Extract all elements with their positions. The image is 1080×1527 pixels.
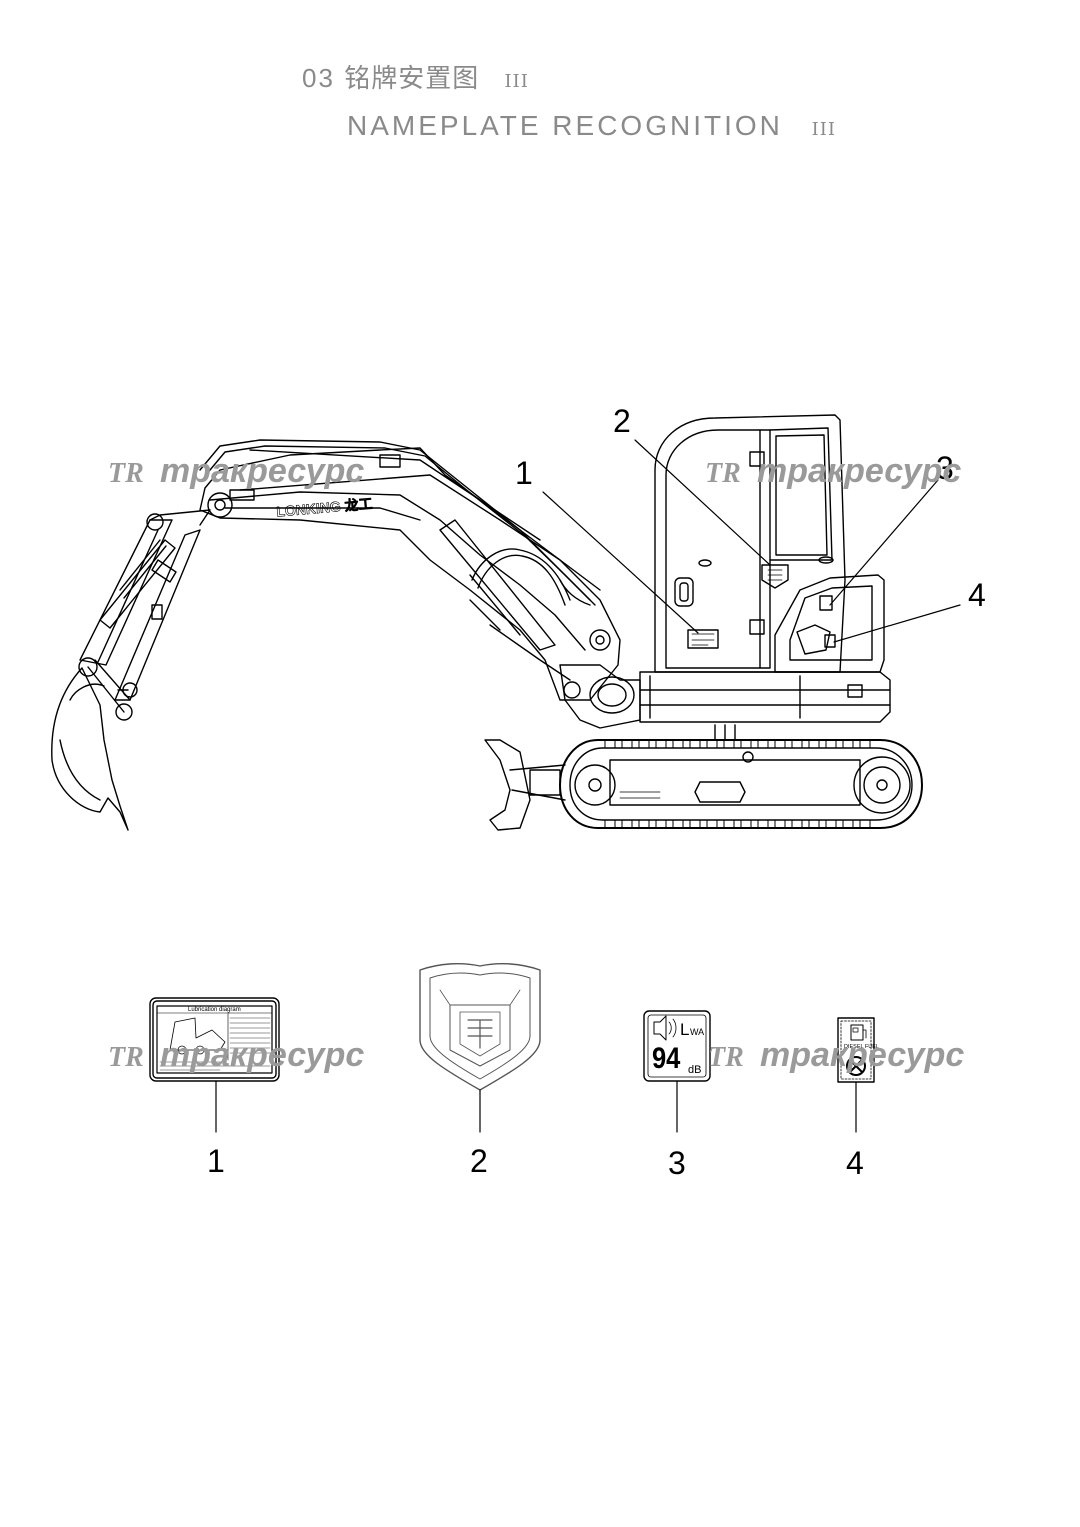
part-number-2: 2 <box>470 1143 488 1179</box>
watermark-logo: TR <box>108 1042 144 1073</box>
title-chinese-text: 铭牌安置图 <box>344 64 480 94</box>
track-shoe <box>706 819 718 829</box>
watermark-logo: TR <box>708 1042 744 1073</box>
track-shoe <box>859 739 871 749</box>
watermark-top-left: TR тракресурс <box>108 452 364 490</box>
watermark-top-right: TR тракресурс <box>705 452 961 490</box>
cab-label-1 <box>687 629 719 649</box>
track-shoe <box>706 739 718 749</box>
watermark-logo: TR <box>108 458 144 489</box>
track-shoe <box>655 739 667 749</box>
callout-machine-4: 4 <box>968 577 986 613</box>
part-2-emblem <box>419 962 541 1091</box>
track-shoe <box>672 739 684 749</box>
track-shoe <box>723 819 735 829</box>
track-shoe <box>825 819 837 829</box>
title-roman-cn: III <box>504 71 529 92</box>
track-shoe <box>604 819 616 829</box>
track-shoe <box>689 819 701 829</box>
title-number: 03 <box>302 63 335 93</box>
track-shoe <box>791 739 803 749</box>
title-roman-en: III <box>811 119 836 140</box>
track-shoe <box>757 819 769 829</box>
track-shoe <box>842 739 854 749</box>
watermark-text: тракресурс <box>760 1036 964 1074</box>
part-leader-lines <box>215 1080 857 1133</box>
part-3-subscript: WA <box>690 1027 704 1037</box>
track-shoe <box>859 819 871 829</box>
watermark-text: тракресурс <box>757 452 961 490</box>
track-shoe <box>689 739 701 749</box>
part-1-lubrication-plate: Lubrication diagram <box>149 997 280 1082</box>
boom <box>199 439 621 701</box>
track-shoe <box>774 819 786 829</box>
watermark-logo: TR <box>705 458 741 489</box>
track-shoe <box>638 819 650 829</box>
track-shoe <box>774 739 786 749</box>
cab-emblem-2 <box>761 564 789 589</box>
part-1-heading: Lubrication diagram <box>188 1007 241 1013</box>
watermark-text: тракресурс <box>160 1036 364 1074</box>
track-shoe <box>757 739 769 749</box>
track-shoe <box>638 739 650 749</box>
track-shoe <box>808 819 820 829</box>
arm <box>79 509 211 701</box>
part-3-symbol: L <box>680 1020 689 1039</box>
boom-brand-text: LONKING 龙工 <box>276 495 373 519</box>
dozer-blade <box>484 739 566 831</box>
track-shoe <box>604 739 616 749</box>
title-english: NAMEPLATE RECOGNITION III <box>347 110 836 142</box>
watermark-text: тракресурс <box>160 452 364 490</box>
track-shoe <box>740 819 752 829</box>
track <box>559 724 923 829</box>
part-number-4: 4 <box>846 1145 864 1181</box>
track-shoe <box>723 739 735 749</box>
part-4-label: DIESEL FUEL <box>844 1044 879 1050</box>
track-shoe <box>655 819 667 829</box>
track-shoe <box>791 819 803 829</box>
watermark-bottom-left: TR тракресурс <box>108 1036 364 1074</box>
callout-machine-2: 2 <box>613 403 631 439</box>
track-links <box>604 739 871 829</box>
part-number-3: 3 <box>668 1145 686 1181</box>
title-chinese: 03 铭牌安置图 III <box>302 58 529 95</box>
track-shoe <box>672 819 684 829</box>
watermark-bottom-right: TR тракресурс <box>708 1036 964 1074</box>
title-english-text: NAMEPLATE RECOGNITION <box>347 110 783 141</box>
upper-structure <box>639 574 891 723</box>
track-shoe <box>825 739 837 749</box>
track-shoe <box>842 819 854 829</box>
track-shoe <box>808 739 820 749</box>
track-shoe <box>621 739 633 749</box>
part-3-unit: dB <box>688 1064 701 1076</box>
track-shoe <box>621 819 633 829</box>
excavator-drawing <box>51 414 923 831</box>
bucket <box>51 657 133 831</box>
machine-leader-lines <box>542 439 961 643</box>
callout-machine-1: 1 <box>515 455 533 491</box>
track-shoe <box>740 739 752 749</box>
cab <box>654 414 846 673</box>
callout-machine-3: 3 <box>936 450 954 486</box>
part-3-level: 94 <box>652 1041 681 1074</box>
part-number-1: 1 <box>207 1143 225 1179</box>
